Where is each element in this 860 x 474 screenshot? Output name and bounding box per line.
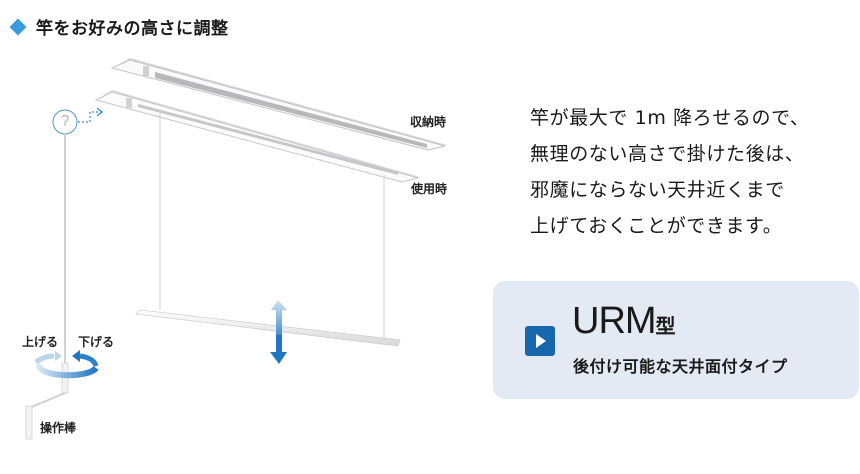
raise-label: 上げる bbox=[22, 335, 59, 349]
model-name: URM型 bbox=[572, 299, 676, 349]
model-suffix: 型 bbox=[655, 316, 676, 338]
stored-label: 収納時 bbox=[410, 115, 447, 129]
rail-stored bbox=[110, 58, 447, 151]
up-down-arrow-icon bbox=[270, 300, 287, 364]
description-line: 竿が最大で 1m 降ろせるので、 bbox=[530, 107, 810, 129]
description-line: 上げておくことができます。 bbox=[530, 215, 783, 237]
operating-rod-label: 操作棒 bbox=[40, 421, 77, 435]
model-subtitle: 後付け可能な天井面付タイプ bbox=[573, 357, 788, 376]
rail-in-use bbox=[94, 90, 420, 183]
section-title: 竿をお好みの高さに調整 bbox=[8, 14, 229, 39]
feature-description: 竿が最大で 1m 降ろせるので、 無理のない高さで掛けた後は、 邪魔にならない天… bbox=[530, 100, 810, 244]
rotate-arrow-icon bbox=[34, 350, 99, 379]
operating-rod bbox=[25, 134, 69, 440]
hanging-pole bbox=[135, 309, 401, 347]
model-code: URM bbox=[572, 300, 657, 342]
in-use-label: 使用時 bbox=[411, 182, 448, 196]
play-icon bbox=[525, 326, 555, 356]
model-card-link[interactable]: URM型 後付け可能な天井面付タイプ bbox=[493, 281, 859, 399]
lower-label: 下げる bbox=[78, 335, 115, 349]
ceiling-dryer-illustration: 収納時 使用時 上げる 下げる 操作棒 bbox=[22, 58, 448, 440]
description-line: 無理のない高さで掛けた後は、 bbox=[530, 143, 805, 165]
description-line: 邪魔にならない天井近くまで bbox=[530, 179, 785, 201]
section-title-text: 竿をお好みの高さに調整 bbox=[36, 19, 229, 39]
